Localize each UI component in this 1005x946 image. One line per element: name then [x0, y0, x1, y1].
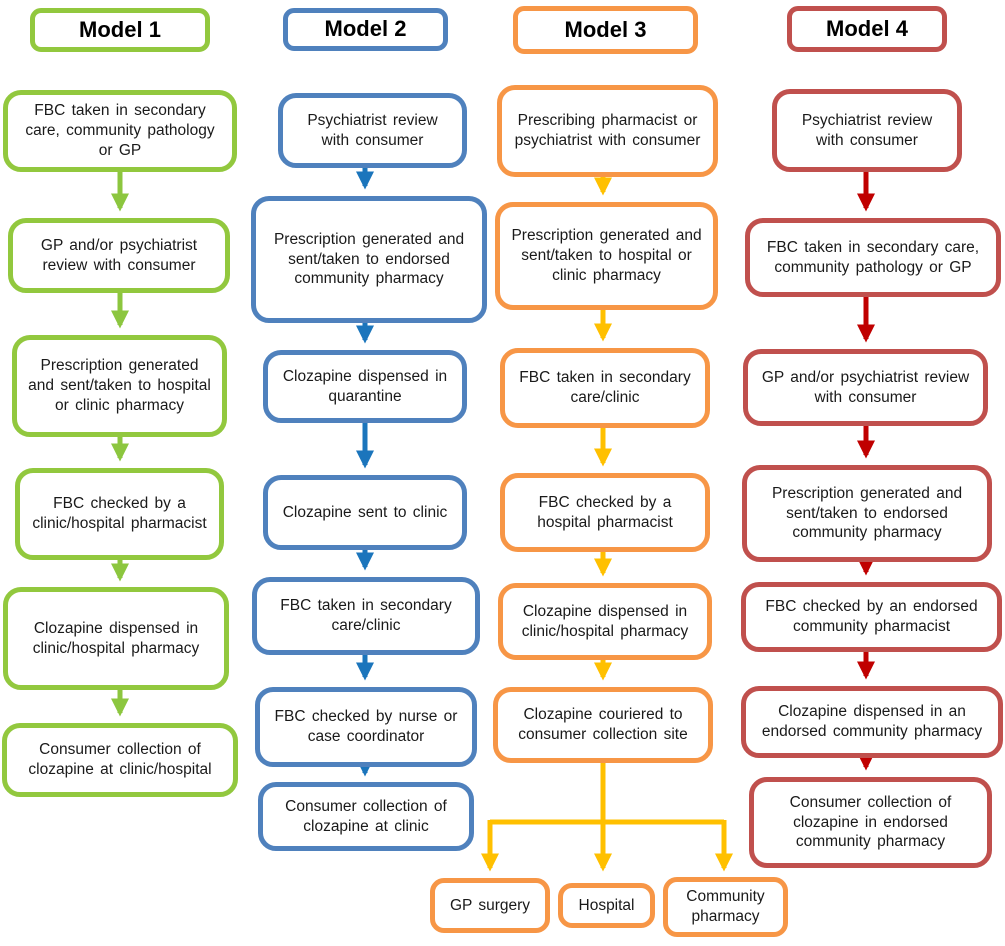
model4-step-collection: Consumer collection of clozapine in endo…	[749, 777, 992, 868]
model4-step-psychiatrist-review: Psychiatrist review with consumer	[772, 89, 962, 172]
model3-destination-hospital: Hospital	[558, 883, 655, 928]
model3-step-fbc-taken: FBC taken in secondary care/clinic	[500, 348, 710, 428]
model4-step-fbc-taken: FBC taken in secondary care, community p…	[745, 218, 1001, 297]
model3-step-prescription: Prescription generated and sent/taken to…	[495, 202, 718, 310]
model2-step-psychiatrist-review: Psychiatrist review with consumer	[278, 93, 467, 168]
model3-arrows	[480, 177, 733, 872]
model3-step-couriered: Clozapine couriered to consumer collecti…	[493, 687, 713, 763]
model1-header: Model 1	[30, 8, 210, 52]
model1-step-prescription: Prescription generated and sent/taken to…	[12, 335, 227, 437]
model4-step-fbc-checked: FBC checked by an endorsed community pha…	[741, 582, 1002, 652]
model1-step-collection: Consumer collection of clozapine at clin…	[2, 723, 238, 797]
model2-header: Model 2	[283, 8, 448, 51]
model4-header: Model 4	[787, 6, 947, 52]
model2-step-fbc-checked: FBC checked by nurse or case coordinator	[255, 687, 477, 767]
model1-step-dispensed: Clozapine dispensed in clinic/hospital p…	[3, 587, 229, 690]
model3-header: Model 3	[513, 6, 698, 54]
model3-step-prescriber: Prescribing pharmacist or psychiatrist w…	[497, 85, 718, 177]
model1-step-gp-review: GP and/or psychiatrist review with consu…	[8, 218, 230, 293]
model3-step-dispensed: Clozapine dispensed in clinic/hospital p…	[498, 583, 712, 660]
model2-step-prescription: Prescription generated and sent/taken to…	[251, 196, 487, 323]
model4-step-dispensed: Clozapine dispensed in an endorsed commu…	[741, 686, 1003, 758]
model3-destination-gp-surgery: GP surgery	[430, 878, 550, 933]
model4-step-gp-review: GP and/or psychiatrist review with consu…	[743, 349, 988, 426]
model3-step-fbc-checked: FBC checked by a hospital pharmacist	[500, 473, 710, 552]
model1-step-fbc-taken: FBC taken in secondary care, community p…	[3, 90, 237, 172]
model2-step-fbc-taken: FBC taken in secondary care/clinic	[252, 577, 480, 655]
model4-step-prescription: Prescription generated and sent/taken to…	[742, 465, 992, 562]
model3-destination-community-pharmacy: Community pharmacy	[663, 877, 788, 937]
model2-step-sent-to-clinic: Clozapine sent to clinic	[263, 475, 467, 550]
model2-step-collection: Consumer collection of clozapine at clin…	[258, 782, 474, 851]
model2-step-quarantine: Clozapine dispensed in quarantine	[263, 350, 467, 423]
model1-step-fbc-checked: FBC checked by a clinic/hospital pharmac…	[15, 468, 224, 560]
